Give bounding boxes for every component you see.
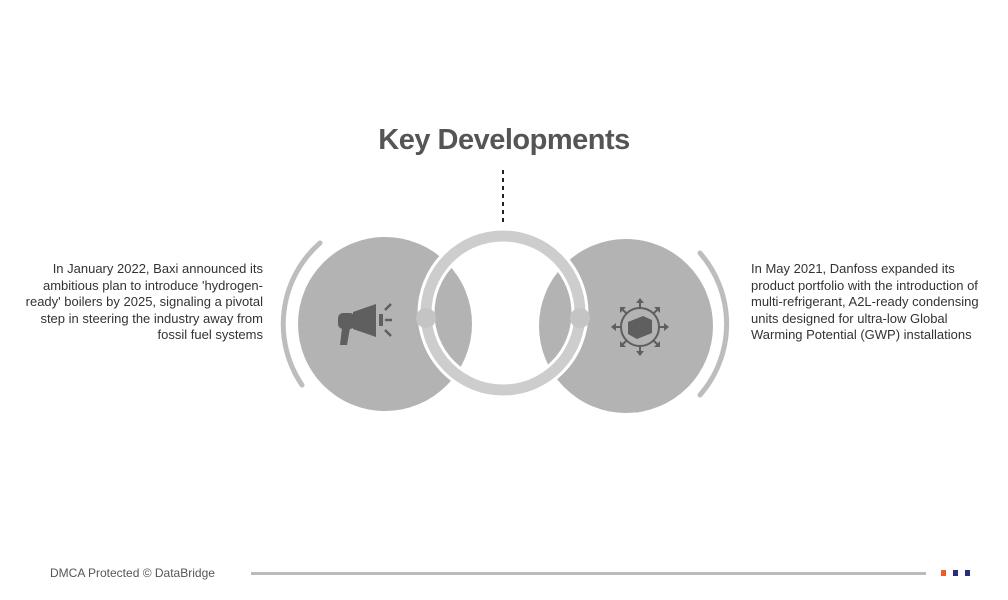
left-arc bbox=[280, 240, 323, 388]
page-title: Key Developments bbox=[378, 124, 630, 156]
left-joint-dot bbox=[416, 308, 436, 328]
footer-divider bbox=[251, 572, 926, 575]
right-joint-dot bbox=[570, 308, 590, 328]
footer-square-navy bbox=[953, 570, 958, 576]
box-distribution-icon bbox=[611, 298, 669, 356]
footer-copyright: DMCA Protected © DataBridge bbox=[50, 566, 215, 580]
footer-square-navy bbox=[965, 570, 970, 576]
left-development-text: In January 2022, Baxi announced its ambi… bbox=[25, 261, 263, 342]
right-arc bbox=[697, 250, 730, 398]
right-development-text: In May 2021, Danfoss expanded its produc… bbox=[751, 261, 979, 342]
footer-square-orange bbox=[941, 570, 946, 576]
megaphone-icon bbox=[338, 303, 392, 345]
